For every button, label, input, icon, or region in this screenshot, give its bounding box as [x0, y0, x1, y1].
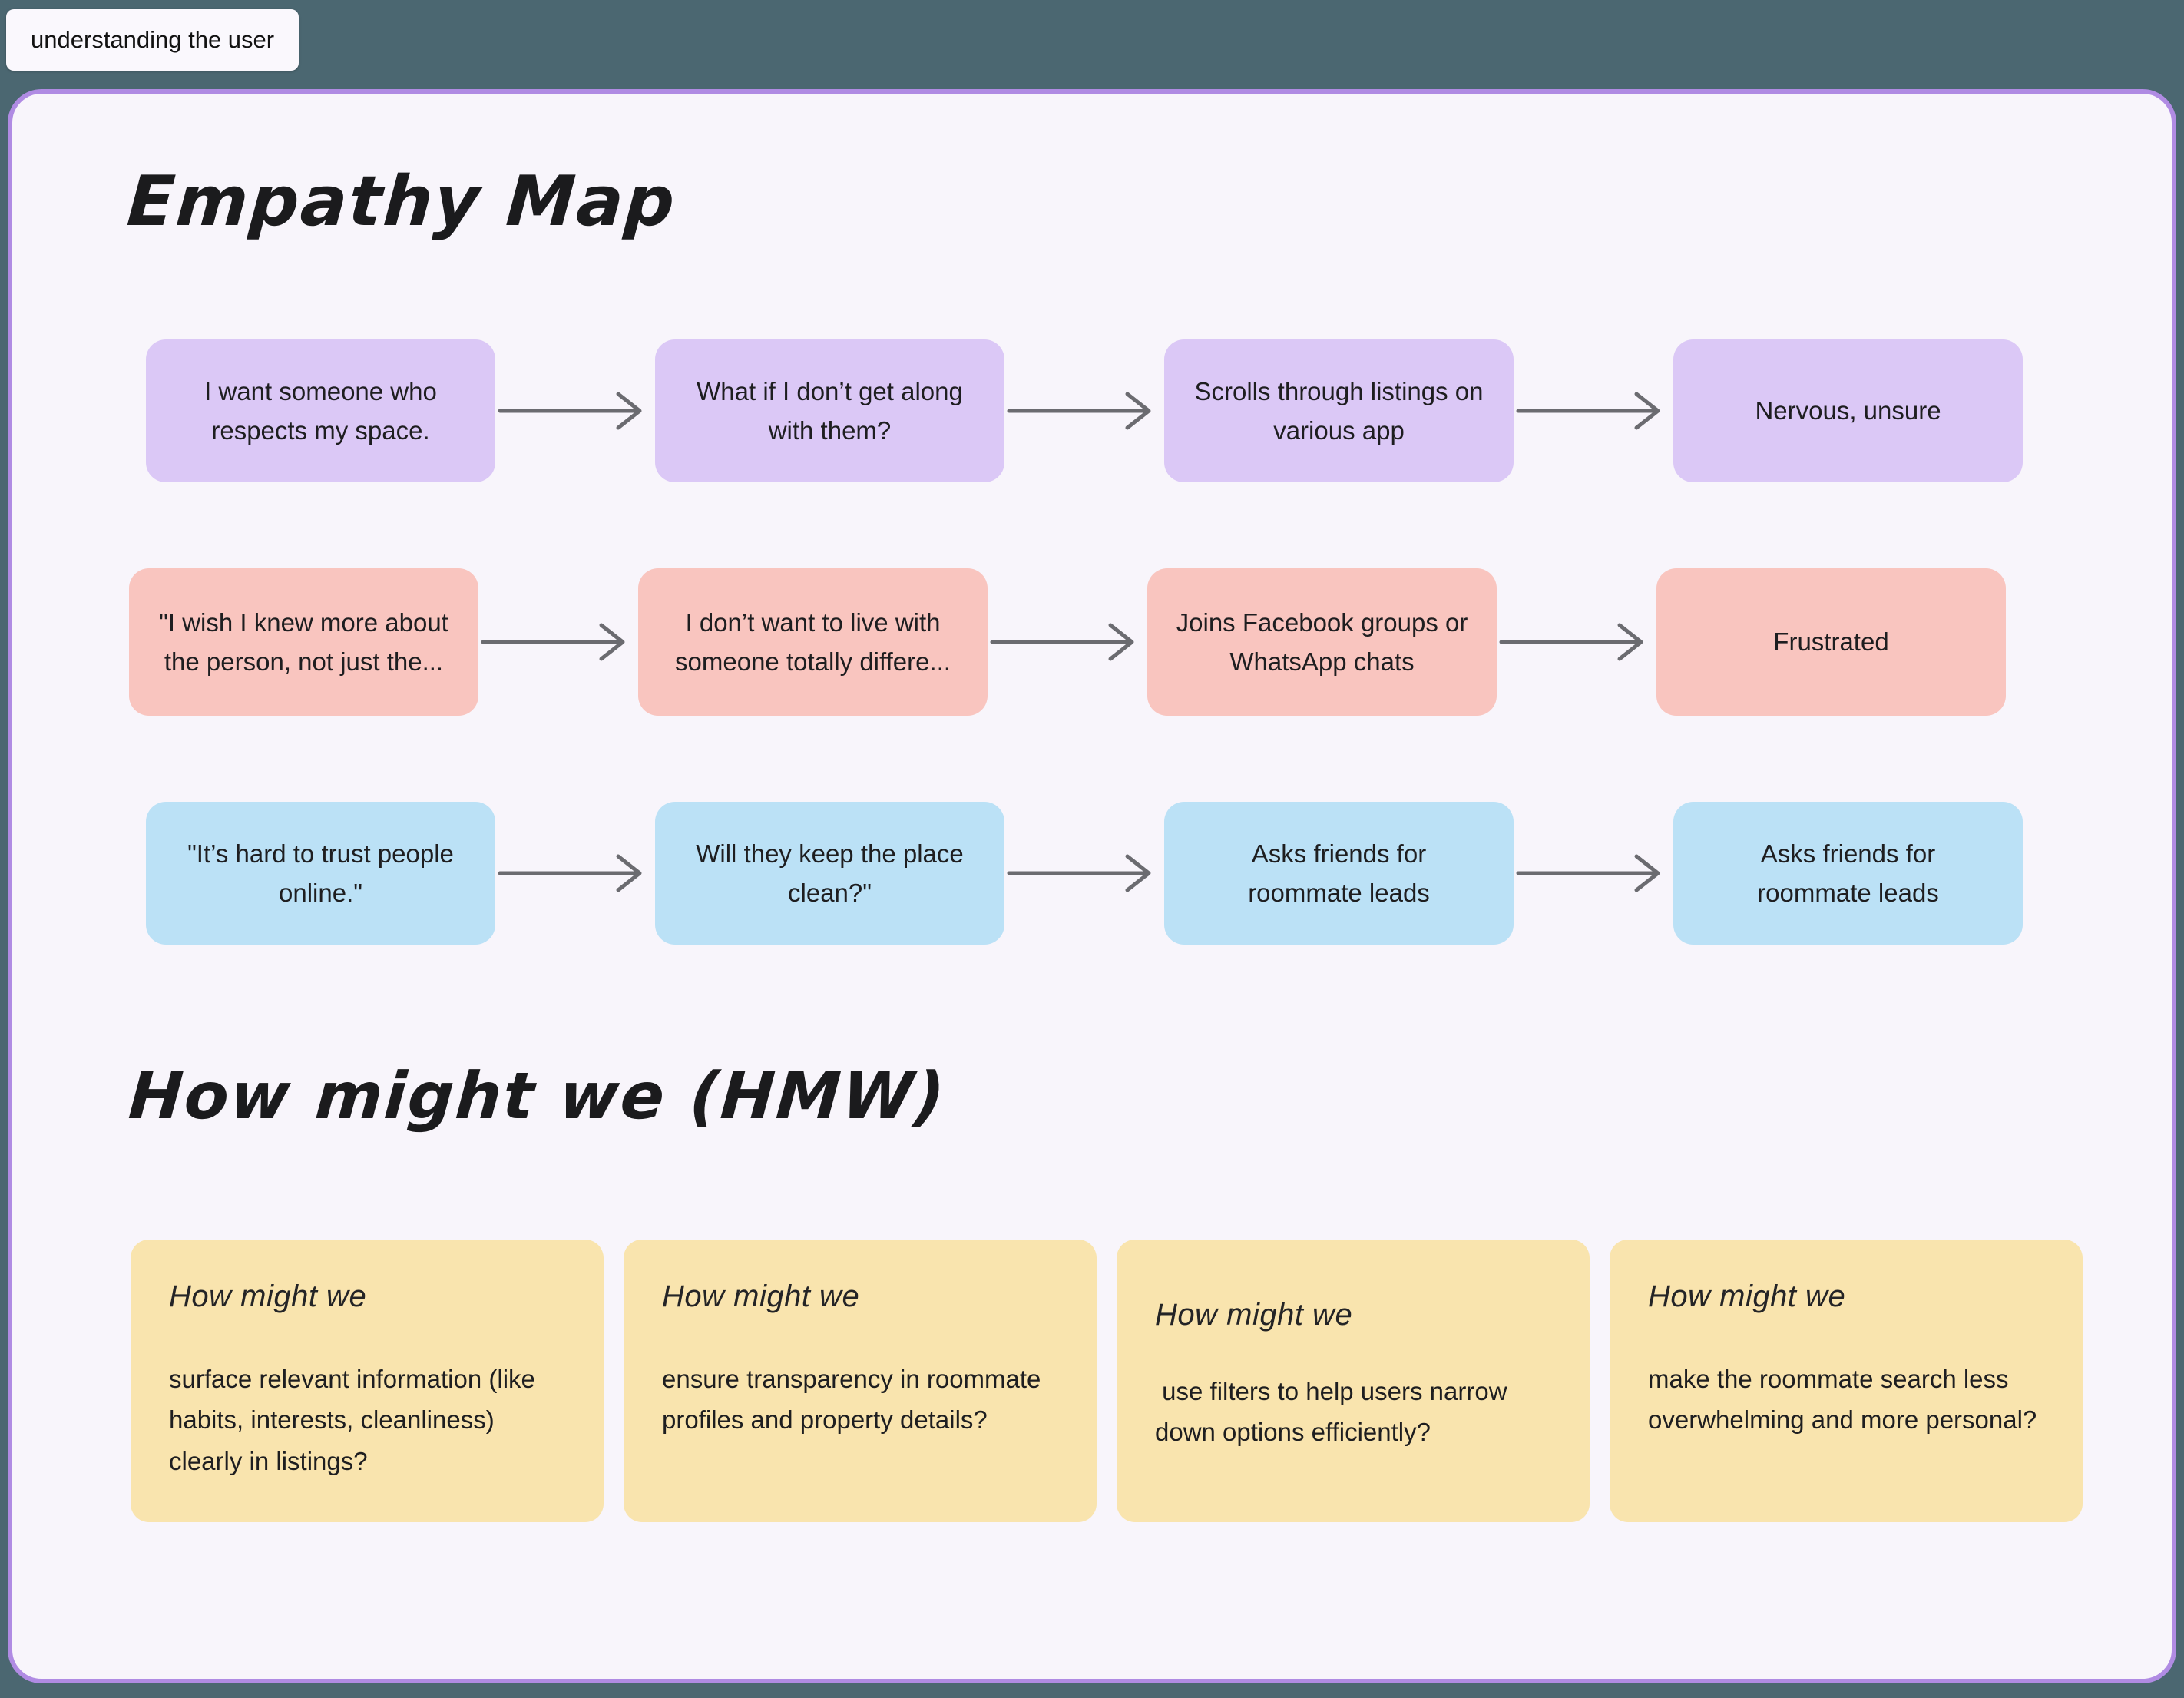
arrow-icon[interactable]: [1497, 619, 1656, 665]
hmw-card-title: How might we: [1648, 1279, 1846, 1313]
hmw-card[interactable]: How might we ensure transparency in room…: [624, 1240, 1097, 1522]
sticky-note[interactable]: Joins Facebook groups or WhatsApp chats: [1147, 568, 1497, 716]
arrow-icon[interactable]: [495, 850, 655, 896]
sticky-note[interactable]: I want someone who respects my space.: [146, 339, 495, 482]
sticky-note[interactable]: "It’s hard to trust people online.": [146, 802, 495, 945]
empathy-row-3: "It’s hard to trust people online." Will…: [146, 802, 2023, 945]
hmw-card-body: surface relevant information (like habit…: [169, 1365, 543, 1475]
sticky-note[interactable]: Asks friends for roommate leads: [1164, 802, 1514, 945]
hmw-card-body: make the roommate search less overwhelmi…: [1648, 1365, 2037, 1435]
hmw-card-body: ensure transparency in roommate profiles…: [662, 1365, 1048, 1435]
hmw-card-title: How might we: [1155, 1298, 1353, 1332]
arrow-icon[interactable]: [1004, 850, 1164, 896]
hmw-card-title: How might we: [169, 1279, 367, 1313]
hmw-card[interactable]: How might we make the roommate search le…: [1610, 1240, 2083, 1522]
empathy-row-1: I want someone who respects my space. Wh…: [146, 339, 2023, 482]
hmw-card[interactable]: How might we use filters to help users n…: [1117, 1240, 1590, 1522]
sticky-note[interactable]: Asks friends for roommate leads: [1673, 802, 2023, 945]
arrow-icon[interactable]: [1004, 388, 1164, 434]
sticky-note[interactable]: Will they keep the place clean?": [655, 802, 1004, 945]
hmw-card-title: How might we: [662, 1279, 860, 1313]
hmw-card-body: use filters to help users narrow down op…: [1155, 1377, 1514, 1447]
sticky-note[interactable]: I don’t want to live with someone totall…: [638, 568, 988, 716]
hmw-card[interactable]: How might we surface relevant informatio…: [131, 1240, 604, 1522]
arrow-icon[interactable]: [478, 619, 638, 665]
sticky-note[interactable]: Frustrated: [1656, 568, 2006, 716]
sticky-note[interactable]: Scrolls through listings on various app: [1164, 339, 1514, 482]
arrow-icon[interactable]: [1514, 850, 1673, 896]
arrow-icon[interactable]: [988, 619, 1147, 665]
empathy-row-2: "I wish I knew more about the person, no…: [129, 568, 2006, 716]
hmw-row: How might we surface relevant informatio…: [131, 1240, 2083, 1522]
board-canvas: Empathy Map I want someone who respects …: [8, 89, 2176, 1683]
sticky-note[interactable]: Nervous, unsure: [1673, 339, 2023, 482]
arrow-icon[interactable]: [495, 388, 655, 434]
arrow-icon[interactable]: [1514, 388, 1673, 434]
empathy-map-title: Empathy Map: [124, 161, 679, 242]
hmw-title: How might we (HMW): [126, 1058, 949, 1134]
sticky-note[interactable]: What if I don’t get along with them?: [655, 339, 1004, 482]
sticky-note[interactable]: "I wish I knew more about the person, no…: [129, 568, 478, 716]
section-tab[interactable]: understanding the user: [6, 9, 299, 71]
